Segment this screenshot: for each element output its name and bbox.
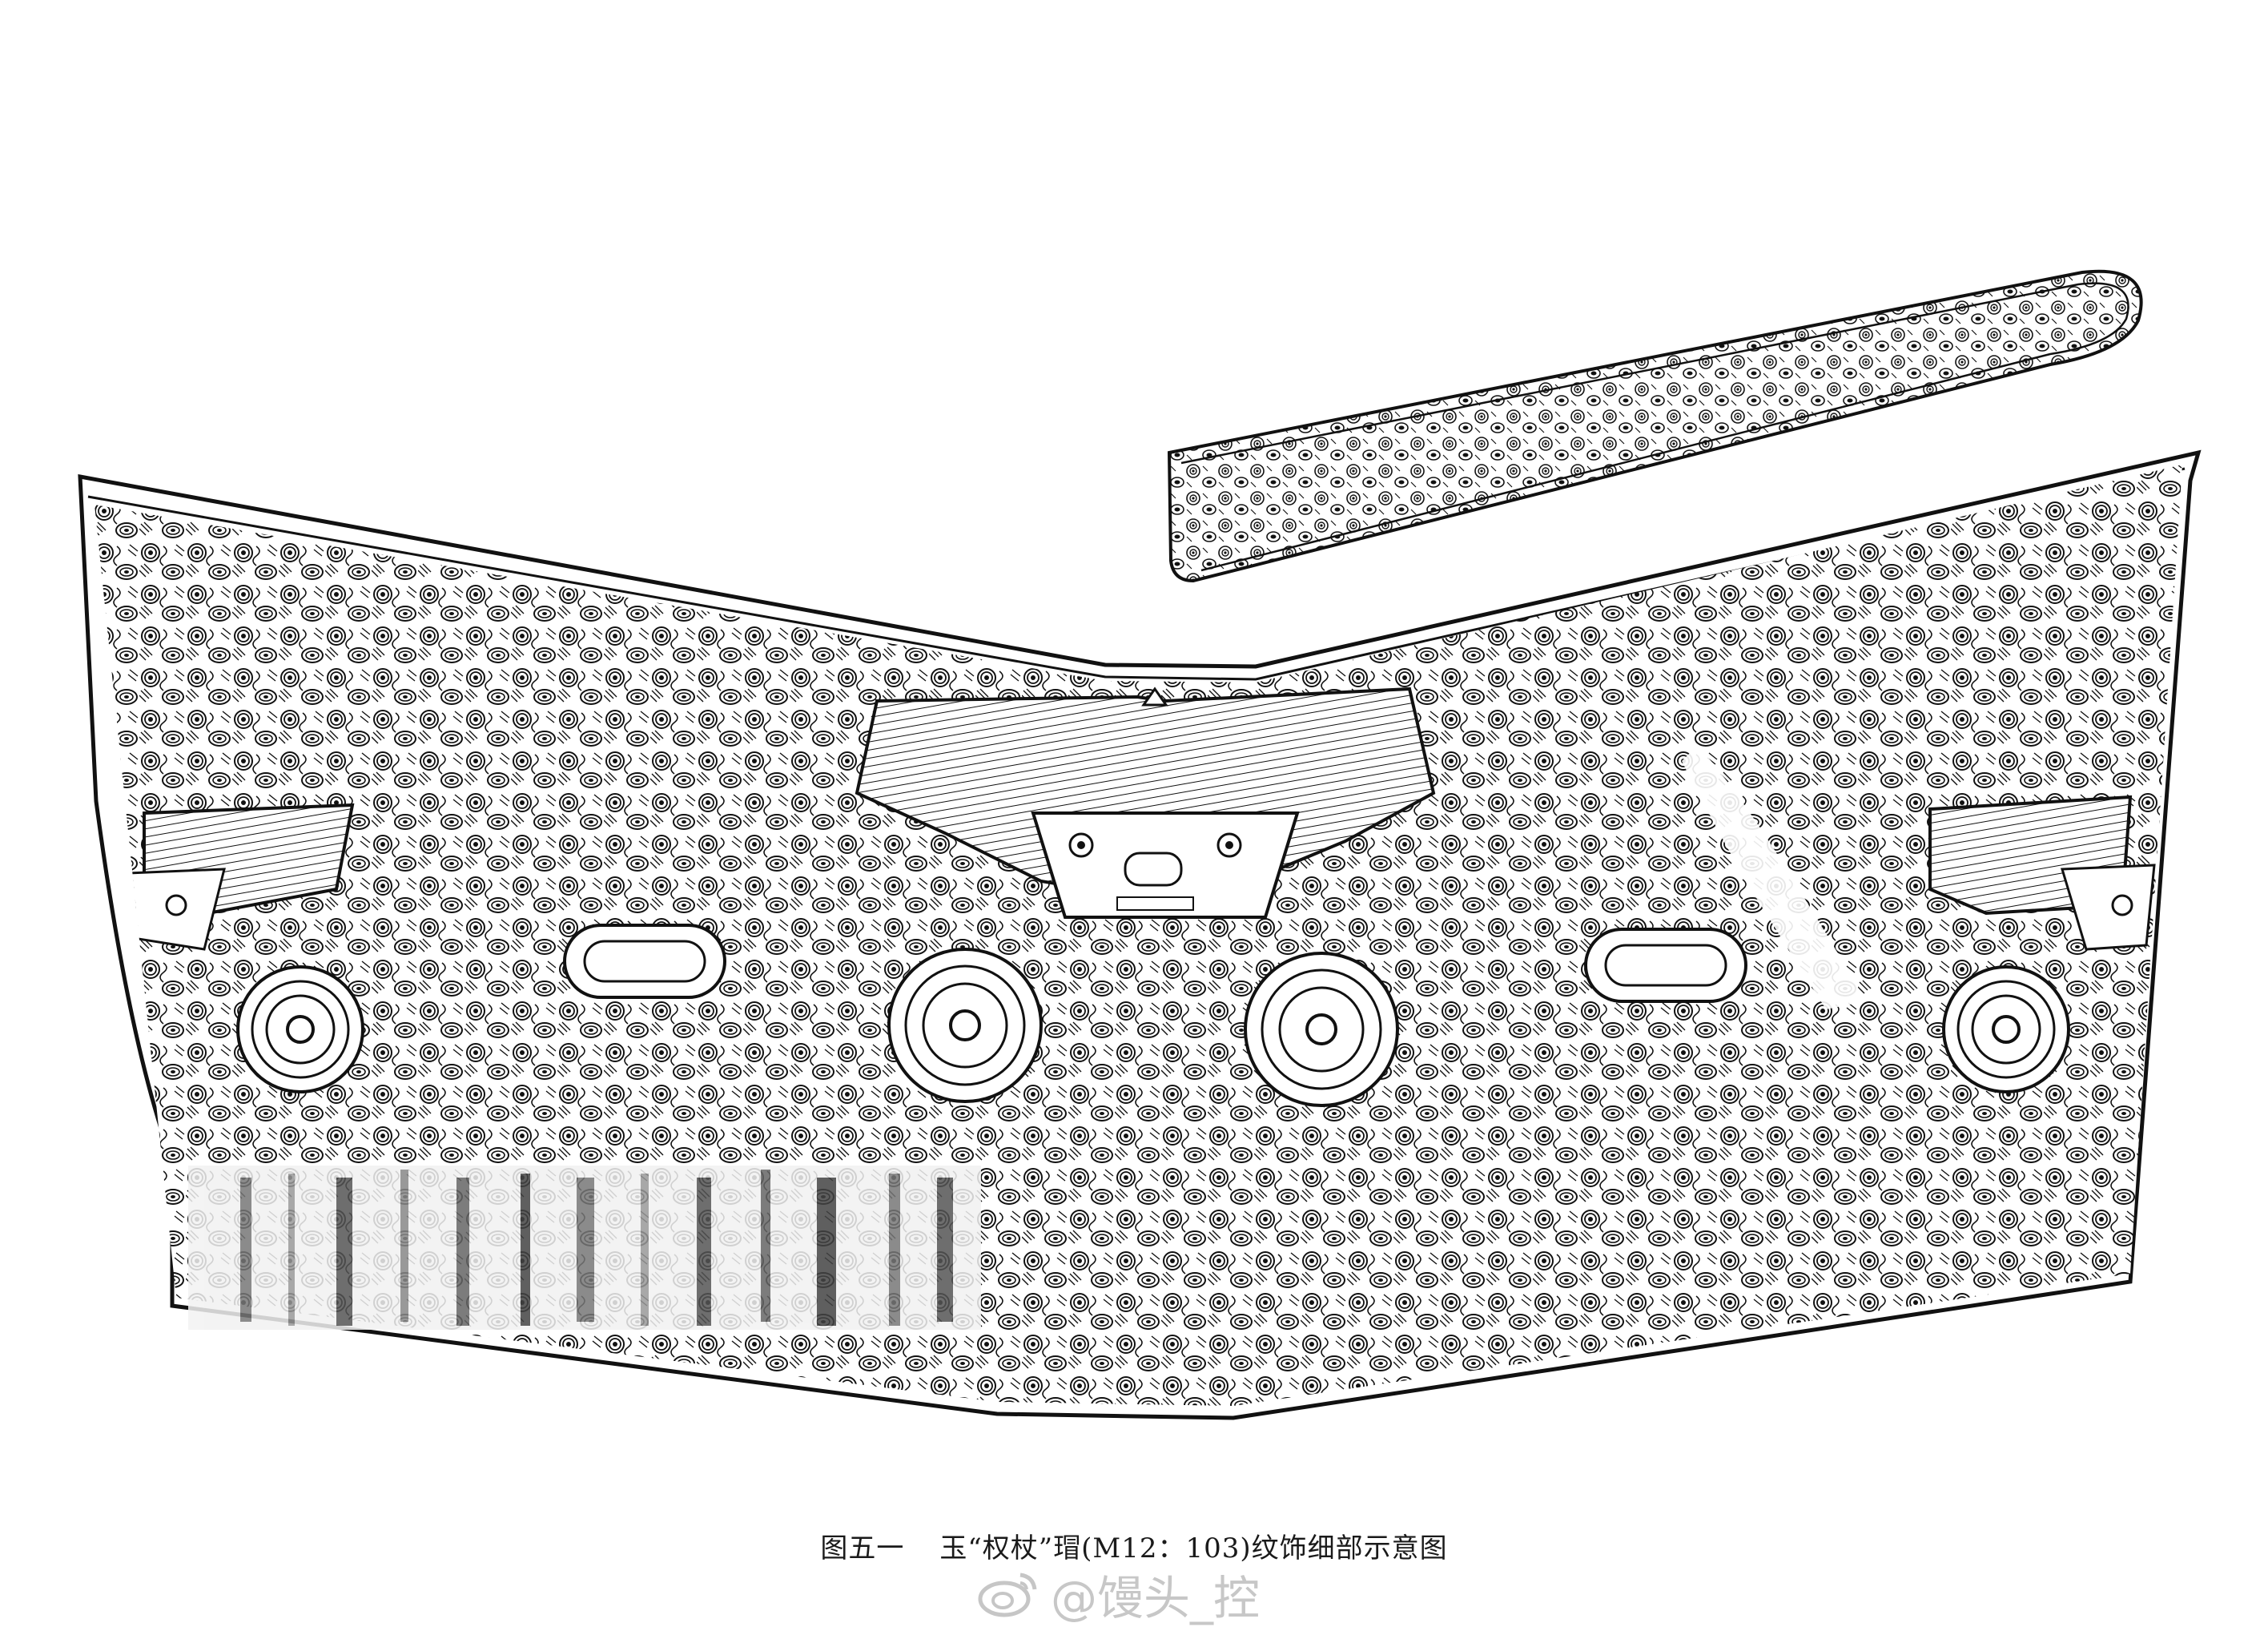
upper-fragment: [1167, 269, 2143, 583]
weibo-logo-icon: [978, 1573, 1037, 1617]
worn-area: [1682, 745, 1866, 1009]
right-face-motif: [1928, 795, 2156, 951]
blur-strip: [188, 1166, 981, 1330]
eye-rings: [236, 948, 2070, 1107]
watermark: @馒头_控: [977, 1562, 1260, 1626]
central-face-motif: [855, 687, 1436, 919]
caption-title: 玉“权杖”瑁(M12：103)纹饰细部示意图: [939, 1532, 1448, 1564]
left-face-motif: [127, 803, 355, 951]
caption-number: 图五一: [820, 1532, 905, 1564]
oval-eyes: [563, 924, 1747, 1003]
watermark-text: @馒头_控: [1051, 1571, 1261, 1625]
figure-caption: 图五一 玉“权杖”瑁(M12：103)纹饰细部示意图: [0, 1526, 2268, 1565]
